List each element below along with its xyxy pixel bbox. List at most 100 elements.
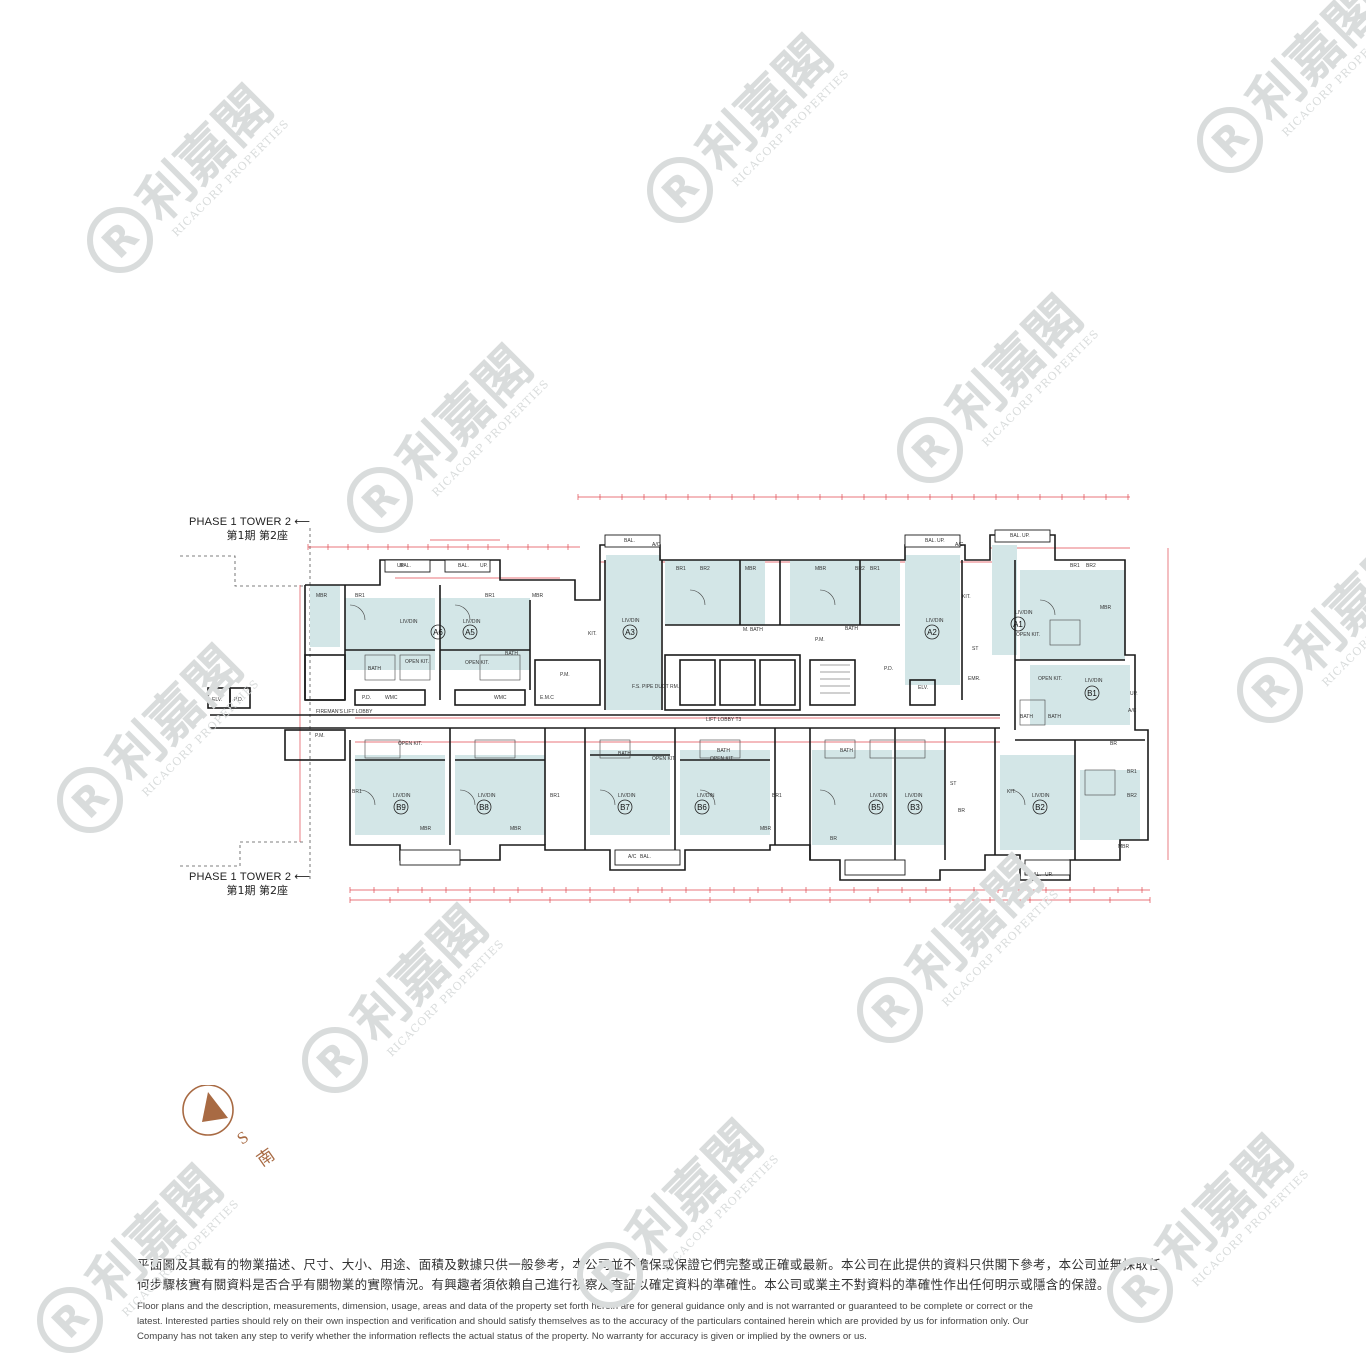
room-label-bath: BATH bbox=[840, 748, 853, 754]
unit-marker-b6: B6 bbox=[694, 799, 710, 815]
room-label-mbr: MBR bbox=[1118, 844, 1130, 850]
room-label-livdin: LIV/DIN bbox=[905, 793, 923, 799]
room-label-mbr: MBR bbox=[316, 593, 328, 599]
room-label-open_kit: OPEN KIT. bbox=[1038, 676, 1062, 682]
room-label-ac: A/C bbox=[1128, 708, 1137, 714]
svg-text:B5: B5 bbox=[871, 803, 881, 812]
unit-marker-a2: A2 bbox=[924, 624, 940, 640]
room-label-open_kit: OPEN KIT. bbox=[465, 660, 489, 666]
room-label-ac: A/C bbox=[955, 542, 964, 548]
disclaimer-en-line1: Floor plans and the description, measure… bbox=[137, 1301, 1033, 1312]
tower-label-top: PHASE 1 TOWER 2⟵ 第1期 第2座 bbox=[178, 516, 310, 542]
disclaimer-zh-line1: 平面圖及其載有的物業描述、尺寸、大小、用途、面積及數據只供一般參考，本公司並不擔… bbox=[137, 1257, 1162, 1272]
room-label-br1: BR1 bbox=[355, 593, 365, 599]
room-label-ac: A/C bbox=[628, 854, 637, 860]
unit-marker-a1: A1 bbox=[1010, 616, 1026, 632]
room-label-livdin: LIV/DIN bbox=[926, 618, 944, 624]
room-label-open_kit: OPEN KIT. bbox=[710, 756, 734, 762]
room-label-br: BR bbox=[1110, 741, 1117, 747]
room-label-livdin: LIV/DIN bbox=[622, 618, 640, 624]
room-label-open_kit: OPEN KIT. bbox=[1016, 632, 1040, 638]
tower-label-top-en: PHASE 1 TOWER 2 bbox=[188, 516, 292, 528]
room-label-bal: BAL. bbox=[400, 563, 411, 569]
unit-marker-a6: A6 bbox=[430, 624, 446, 640]
svg-text:南: 南 bbox=[253, 1145, 278, 1171]
room-label-pd: P.D. bbox=[362, 695, 371, 701]
room-label-pd: P.D. bbox=[234, 697, 243, 703]
room-label-livdin: LIV/DIN bbox=[1015, 610, 1033, 616]
room-label-livdin: LIV/DIN bbox=[463, 619, 481, 625]
unit-marker-b2: B2 bbox=[1032, 799, 1048, 815]
room-label-bal: BAL. bbox=[1010, 533, 1021, 539]
room-label-mbr: MBR bbox=[510, 826, 522, 832]
room-label-livdin: LIV/DIN bbox=[393, 793, 411, 799]
balconies bbox=[384, 529, 1071, 876]
unit-marker-b9: B9 bbox=[393, 799, 409, 815]
svg-text:B1: B1 bbox=[1087, 689, 1097, 698]
room-label-bal: BAL. bbox=[458, 563, 469, 569]
room-label-br1: BR1 bbox=[1127, 769, 1137, 775]
room-label-br1: BR1 bbox=[550, 793, 560, 799]
room-label-wmc: WMC bbox=[494, 695, 507, 701]
room-label-up: UP. bbox=[937, 538, 945, 544]
room-label-pd: P.D. bbox=[884, 666, 893, 672]
room-label-wmc: WMC bbox=[385, 695, 398, 701]
room-label-open_kit: OPEN KIT. bbox=[652, 756, 676, 762]
room-label-br1: BR1 bbox=[1070, 563, 1080, 569]
room-label-emr: EMR. bbox=[968, 676, 981, 682]
room-label-bath: BATH bbox=[845, 626, 858, 632]
room-label-livdin: LIV/DIN bbox=[870, 793, 888, 799]
room-label-livdin: LIV/DIN bbox=[1032, 793, 1050, 799]
room-label-bath: BATH bbox=[505, 651, 518, 657]
room-label-br: BR bbox=[958, 808, 965, 814]
svg-text:B3: B3 bbox=[910, 803, 920, 812]
room-label-kit: KIT. bbox=[588, 631, 597, 637]
room-label-bath: BATH bbox=[717, 748, 730, 754]
room-label-mbr: MBR bbox=[745, 566, 757, 572]
compass-icon: S 南 bbox=[182, 1084, 279, 1171]
unit-marker-b7: B7 bbox=[617, 799, 633, 815]
adjacent-tower-outline bbox=[180, 528, 311, 880]
room-label-kit: KIT. bbox=[1007, 789, 1016, 795]
room-label-br2: BR2 bbox=[1127, 793, 1137, 799]
arrow-right-icon: ⟵ bbox=[294, 516, 310, 528]
room-label-elv: ELV. bbox=[918, 685, 928, 691]
unit-marker-b3: B3 bbox=[907, 799, 923, 815]
room-label-open_kit: OPEN KIT. bbox=[405, 659, 429, 665]
room-label-bath: BATH bbox=[1048, 714, 1061, 720]
unit-marker-b1: B1 bbox=[1084, 685, 1100, 701]
room-label-br1: BR1 bbox=[772, 793, 782, 799]
disclaimer-en: Floor plans and the description, measure… bbox=[137, 1299, 1232, 1344]
svg-text:A5: A5 bbox=[465, 628, 475, 637]
room-label-livdin: LIV/DIN bbox=[1085, 678, 1103, 684]
arrow-right-icon: ⟵ bbox=[294, 871, 310, 883]
svg-text:B9: B9 bbox=[396, 803, 406, 812]
room-label-bal: BAL. bbox=[624, 538, 635, 544]
svg-text:B7: B7 bbox=[620, 803, 630, 812]
room-label-pm: P.M. bbox=[815, 637, 825, 643]
dimension-ticks bbox=[307, 494, 1151, 903]
svg-text:A1: A1 bbox=[1013, 620, 1023, 629]
svg-text:B8: B8 bbox=[479, 803, 489, 812]
room-label-st: ST bbox=[972, 646, 978, 652]
core-label-firemans-lift-lobby: FIREMAN'S LIFT LOBBY bbox=[316, 709, 373, 715]
core-label-fs-pipe-duct: F.S. PIPE DUCT RM. bbox=[632, 684, 679, 690]
room-label-br: BR bbox=[830, 836, 837, 842]
room-label-bath: BATH bbox=[368, 666, 381, 672]
room-label-up: UP. bbox=[1045, 872, 1053, 878]
core-label-lift-lobby: LIFT LOBBY T3 bbox=[706, 717, 742, 723]
room-label-up: UP. bbox=[1022, 533, 1030, 539]
disclaimer-en-line2: latest. Interested parties should rely o… bbox=[137, 1316, 1029, 1327]
room-label-up: UP. bbox=[1130, 691, 1138, 697]
room-label-up: UP. bbox=[397, 563, 405, 569]
tower-label-bottom-en: PHASE 1 TOWER 2 bbox=[188, 871, 292, 883]
unit-fills bbox=[310, 545, 1140, 850]
unit-marker-b8: B8 bbox=[476, 799, 492, 815]
room-label-bal: BAL. bbox=[1030, 872, 1041, 878]
room-label-mbr: MBR bbox=[1100, 605, 1112, 611]
disclaimer-zh: 平面圖及其載有的物業描述、尺寸、大小、用途、面積及數據只供一般參考，本公司並不擔… bbox=[137, 1255, 1232, 1295]
compass: S 南 bbox=[180, 1084, 300, 1175]
room-label-pm: P.M. bbox=[560, 672, 570, 678]
